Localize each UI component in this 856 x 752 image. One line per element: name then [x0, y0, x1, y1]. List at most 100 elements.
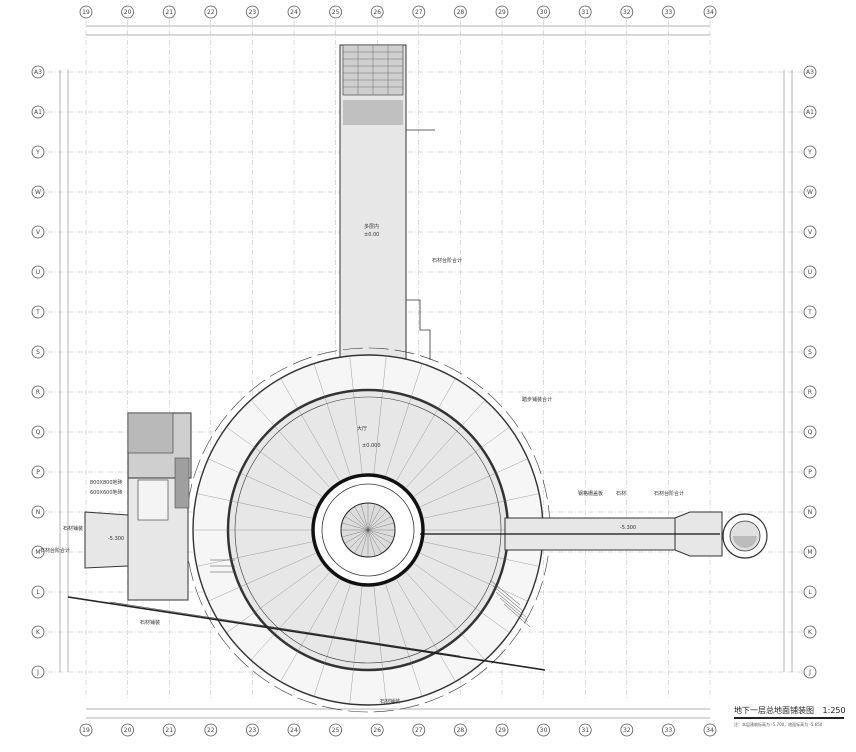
column-axis-label: 29 [498, 727, 506, 734]
row-axis-label: W [807, 189, 813, 196]
row-axis-bubble: M [31, 545, 45, 559]
column-axis-label: 22 [207, 9, 215, 16]
row-axis-bubble: T [803, 305, 817, 319]
label-note-k: 石材铺装 [380, 698, 400, 705]
stairs [210, 559, 531, 628]
south-diagonal-edge [67, 596, 546, 671]
row-axis-bubble: V [803, 225, 817, 239]
label-note-b: 踏步铺装合计 [522, 396, 552, 403]
column-axis-label: 29 [498, 9, 506, 16]
drawing-note: 注：本层建筑标高为 -5.700，地面标高为 -5.650 [734, 722, 823, 727]
column-axis-bubble: 21 [162, 723, 176, 737]
column-axis-label: 21 [165, 727, 173, 734]
center-ray-line [367, 529, 395, 538]
column-axis-label: 33 [665, 727, 673, 734]
column-axis-label: 28 [457, 727, 465, 734]
row-axis-label: L [808, 589, 812, 596]
column-axis-bubble: 23 [245, 5, 259, 19]
column-axis-bubble: 30 [537, 723, 550, 737]
column-axis-label: 34 [706, 727, 714, 734]
column-axis-bubble: 31 [578, 5, 592, 19]
row-axis-bubble: Y [803, 145, 817, 159]
column-axis-label: 25 [332, 727, 340, 734]
radial-joint-line [406, 399, 486, 488]
center-ray-line [367, 529, 382, 554]
label-note-i: 600X600地砖 [90, 489, 123, 496]
row-axis-label: S [36, 349, 40, 356]
column-axis-bubble: 33 [662, 723, 675, 737]
column-axis-bubble: 32 [620, 5, 634, 19]
column-axis-label: 27 [415, 9, 423, 16]
center-ray-line [344, 516, 369, 531]
radial-joint-line [385, 584, 423, 697]
column-axis-label: 23 [249, 727, 257, 734]
row-axis-label: P [36, 469, 40, 476]
column-axis-label: 34 [706, 9, 714, 16]
drawing-title-text: 地下一层总地面铺装图 [734, 706, 814, 715]
label-note-g: 石材铺装 [140, 619, 160, 626]
column-axis-label: 30 [540, 9, 548, 16]
column-axis-label: 31 [581, 727, 589, 734]
center-ray-line [341, 529, 369, 538]
label-note-f: 石材铺装 [63, 525, 83, 532]
center-ray-line [367, 506, 382, 531]
column-axis-bubble: 21 [162, 5, 176, 19]
column-axis-label: 32 [623, 9, 631, 16]
column-axis-label: 23 [249, 9, 257, 16]
row-axis-label: R [808, 389, 812, 396]
radial-joint-line [373, 355, 387, 474]
radial-joint-line [349, 355, 363, 474]
row-axis-bubble: R [31, 385, 45, 399]
row-axis-label: R [36, 389, 40, 396]
radial-joint-line [414, 563, 510, 634]
row-axis-label: M [807, 549, 812, 556]
column-axis-label: 19 [82, 9, 90, 16]
row-axis-label: K [36, 629, 41, 636]
radial-joint-line [280, 579, 340, 682]
row-axis-label: V [36, 229, 41, 236]
column-axis-bubble: 34 [703, 5, 717, 19]
row-axis-bubble: A3 [803, 65, 817, 79]
rotunda [185, 347, 551, 713]
row-axis-bubble: W [803, 185, 817, 199]
label-note-j: 石材台阶合计 [40, 547, 70, 554]
column-axis-bubble: 34 [703, 723, 717, 737]
label-note-c: 石材台阶合计 [654, 490, 684, 497]
drawing-title-block: 地下一层总地面铺装图 1:250 注：本层建筑标高为 -5.700，地面标高为 … [734, 705, 846, 728]
column-axis-label: 25 [332, 9, 340, 16]
row-axis-label: A3 [806, 69, 814, 76]
column-axis-bubble: 28 [453, 5, 467, 19]
column-axis-bubble: 19 [79, 723, 93, 737]
column-axis-bubble: 20 [121, 5, 134, 19]
column-axis-bubble: 23 [245, 723, 259, 737]
label-note-a: 石材台阶合计 [432, 257, 462, 264]
radial-joint-line [280, 378, 340, 481]
center-ray-line [367, 503, 376, 531]
row-axis-bubble: A3 [31, 65, 45, 79]
radial-joint-line [396, 378, 456, 481]
label-corridor: 多层内 [364, 223, 379, 230]
row-axis-bubble: A1 [803, 105, 817, 119]
row-axis-bubble: J [31, 665, 45, 679]
center-ray-line [344, 529, 369, 544]
radial-joint-line [423, 541, 540, 567]
row-axis-bubble: L [803, 585, 817, 599]
radial-joint-line [406, 572, 486, 661]
radial-joint-line [385, 363, 423, 476]
column-axis-label: 31 [581, 9, 589, 16]
center-ray-line [348, 529, 369, 550]
drawing-title: 地下一层总地面铺装图 1:250 [734, 705, 846, 716]
east-corridor [420, 511, 768, 559]
column-axis-bubble: 24 [287, 723, 301, 737]
radial-joint-line [250, 399, 330, 488]
radial-joint-line [420, 553, 528, 602]
radial-joint-line [208, 553, 316, 602]
row-axis-bubble: Y [31, 145, 45, 159]
radial-joint-line [226, 426, 322, 497]
row-axis-bubble: M [803, 545, 817, 559]
dimension-lines [59, 25, 793, 719]
row-axis-bubble: S [31, 345, 45, 359]
row-axis-label: Q [36, 429, 41, 436]
row-axis-label: K [808, 629, 813, 636]
